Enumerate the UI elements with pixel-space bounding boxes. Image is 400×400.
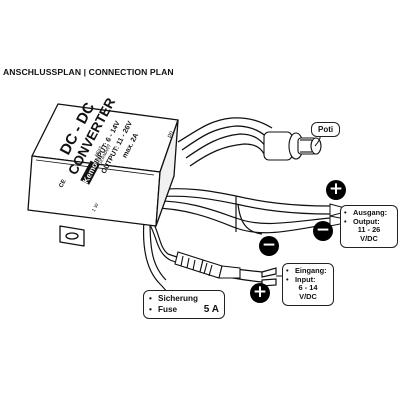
fuse-callout: • Sicherung • Fuse 5 A [143,290,225,320]
output-callout: • Ausgang: • Output: 11 - 26 V/DC [340,205,398,248]
output-voltage-unit: V/DC [360,234,378,244]
input-label-en: Input: [295,274,316,284]
converter-housing [27,103,179,247]
pin-label: pn [166,130,174,139]
input-bullet-2: • [286,274,289,284]
input-callout: • Eingang: • Input: 6 - 14 V/DC [282,263,334,306]
input-bullet-1: • [286,266,289,275]
poti-cables [177,117,273,167]
page-title: ANSCHLUSSPLAN | CONNECTION PLAN [3,67,174,77]
fuse-label-de: Sicherung [158,294,199,303]
output-voltage-range: 11 - 26 [357,225,381,235]
pin-marker: pn [166,130,174,139]
fuse-label-en: Fuse [158,304,178,314]
output-bullet-1: • [344,208,347,217]
output-cables [151,188,331,235]
bulb-label: 1 W [91,202,101,213]
inline-fuse-holder [174,251,241,279]
output-label-en: Output: [353,216,380,226]
output-minus-sign: − [313,221,333,241]
fuse-rating: 5 A [203,303,219,315]
output-bullet-2: • [344,216,347,226]
ce-mark: CE [58,179,67,189]
input-voltage-unit: V/DC [299,292,317,302]
poti-label: Poti [318,125,334,134]
output-plus-sign: + [326,180,346,200]
input-minus-sign: − [259,236,279,256]
poti-callout: Poti [311,122,341,138]
input-label-de: Eingang: [295,266,327,275]
fuse-bullet-1: • [149,294,152,303]
housing-marks: CE 1 W [58,179,101,213]
input-plus-sign: + [250,283,270,303]
model-label: M015 [94,145,104,158]
input-voltage-range: 6 - 14 [298,283,318,293]
fuse-bullet-2: • [149,304,152,314]
output-label-de: Ausgang: [353,208,388,217]
potentiometer [263,131,322,161]
